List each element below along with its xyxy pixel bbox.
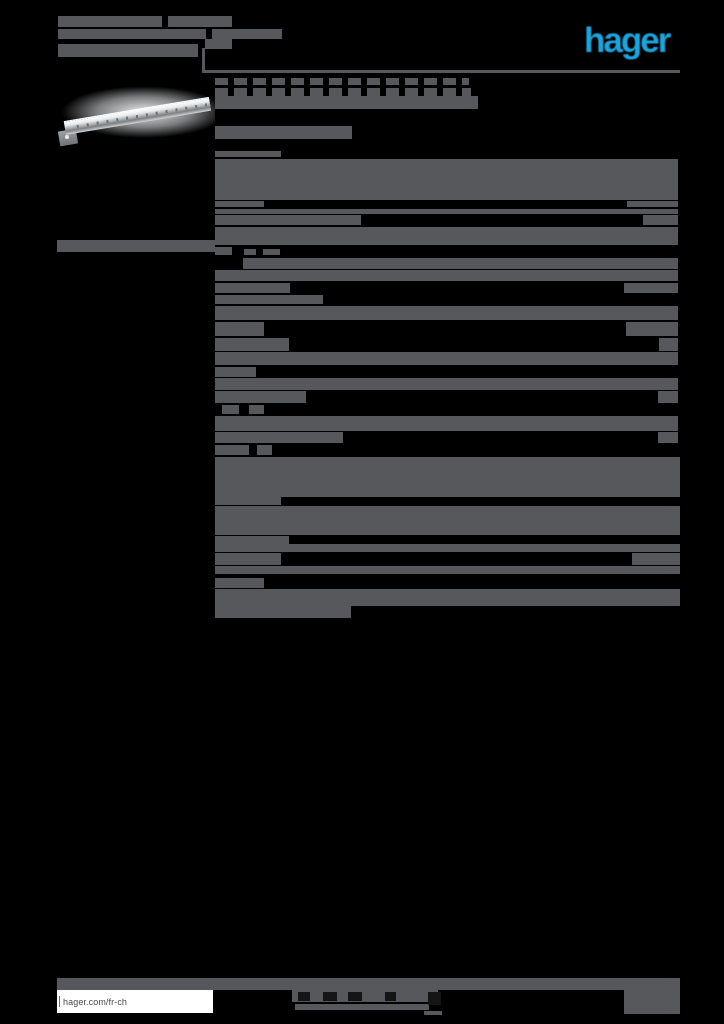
doc-title-line1 [58,16,162,27]
table-row-value [658,432,678,443]
header-smalltext [215,88,471,97]
table-row-label [215,553,281,565]
header-tick [202,48,205,70]
header-rule [202,70,680,73]
table-row-fragment [263,249,280,255]
table-row-value [658,391,678,403]
table-block [215,416,678,431]
footer-right-block [624,978,680,1014]
table-section-label [215,367,256,377]
table-row-value [643,215,678,225]
doc-ref [205,39,232,49]
table-block [215,227,678,245]
hager-logo: hager [584,21,671,60]
table-row-label [215,215,361,225]
table-block [215,352,678,365]
table-block [215,506,680,535]
table-row-value [627,201,678,207]
table-block [215,589,680,606]
table-block [215,457,680,497]
table-row-label [215,338,289,351]
table-block [215,270,678,281]
footer-smalltext [295,1004,429,1010]
table-block [215,544,680,552]
footer-smalltext [424,1011,442,1015]
table-row-label [215,247,232,255]
social-icon[interactable] [298,992,310,1001]
table-row-fragment [244,249,256,255]
website-link-box[interactable]: hager.com/fr-ch [57,990,213,1013]
table-block [215,566,680,574]
table-row-value [659,338,678,351]
table-block [215,159,678,200]
table-block [215,306,678,320]
doc-title-line1 [168,16,232,27]
margin-label [57,240,215,252]
table-row-fragment [257,445,272,455]
table-section-label [215,151,281,157]
product-photo [57,86,215,148]
table-row-label [215,445,249,455]
table-row-label [215,322,264,336]
table-row-label [215,283,290,293]
doc-subtitle [58,44,198,57]
table-row-fragment [249,405,264,414]
footer-icons-strip [292,990,438,1002]
table-row-label [215,201,264,207]
header-smalltext [215,78,469,85]
social-icon[interactable] [323,992,337,1001]
table-row-label [215,391,306,403]
doc-title-line2 [212,29,282,39]
table-block [215,378,678,390]
table-row-label [215,497,281,505]
hager-mark-icon [59,996,60,1007]
table-block [243,258,678,269]
table-row-value [632,553,680,565]
rail-screw-dot [65,135,69,139]
table-row-label [215,536,289,544]
table-section-label [215,578,264,588]
website-url: hager.com/fr-ch [63,996,128,1007]
social-icon[interactable] [348,992,362,1001]
table-row-fragment [222,405,239,414]
table-row-value [626,322,678,336]
product-title [215,96,478,109]
social-icon[interactable] [428,992,441,1005]
table-block [215,209,678,214]
table-block [215,606,351,618]
doc-title-line2 [58,29,206,39]
social-icon[interactable] [385,992,396,1001]
table-row-value [624,283,678,293]
table-row-label [215,432,343,443]
table-row-label [215,295,323,304]
footer-strip [57,978,624,990]
product-subtitle [215,126,352,139]
